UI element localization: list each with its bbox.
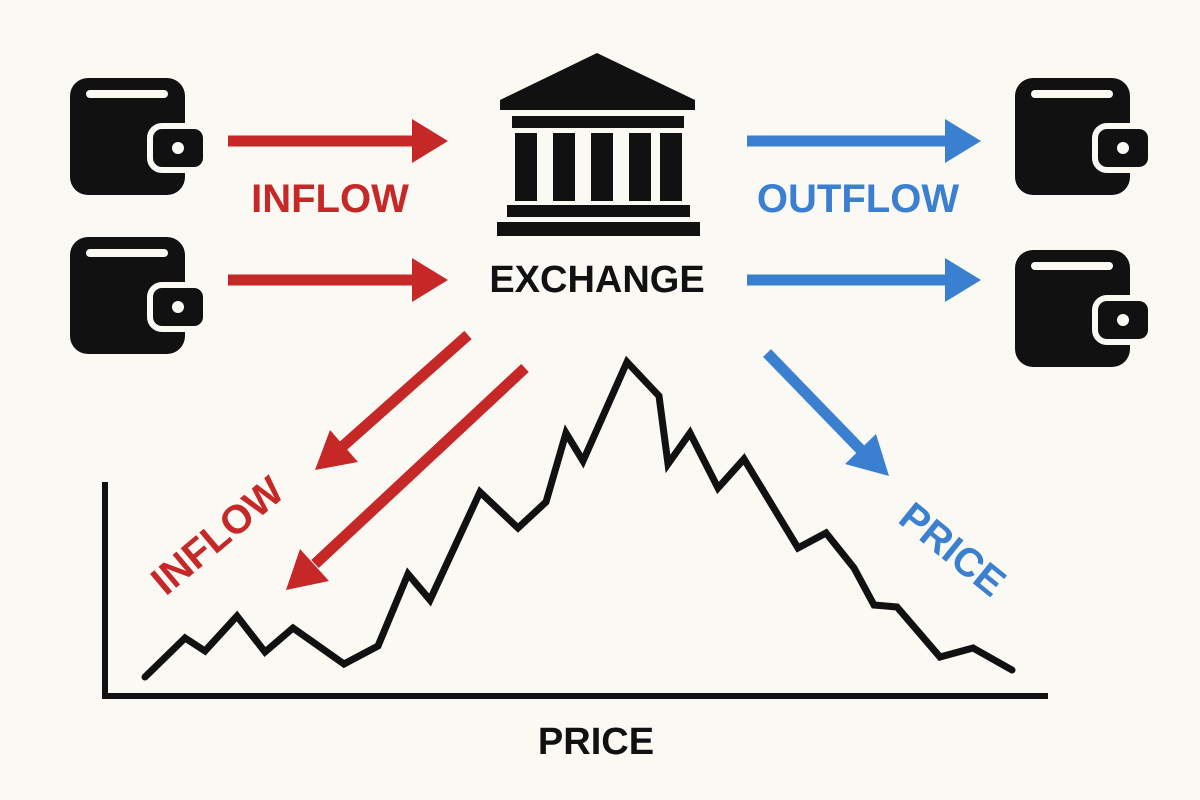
price-chart-axes — [102, 482, 1048, 699]
wallet-icon — [70, 78, 209, 195]
inflow-arrow-diagonal-2 — [286, 363, 529, 590]
price-line — [141, 355, 1016, 681]
inflow-label: INFLOW — [251, 177, 409, 221]
inflow-diagonal-label: INFLOW — [143, 468, 292, 603]
outflow-arrow-bottom — [747, 258, 981, 302]
inflow-arrow-diagonal-1 — [315, 330, 472, 470]
wallet-icon — [1015, 78, 1154, 195]
outflow-arrow-top — [747, 119, 981, 163]
wallet-icon — [70, 237, 209, 354]
price-axis-label: PRICE — [538, 721, 654, 763]
outflow-label: OUTFLOW — [757, 177, 959, 221]
wallet-icon — [1015, 250, 1154, 367]
inflow-arrow-top — [228, 119, 448, 163]
price-arrow-diagonal — [763, 349, 889, 476]
price-diagonal-label: PRICE — [891, 494, 1014, 605]
inflow-arrow-bottom — [228, 258, 448, 302]
exchange-label: EXCHANGE — [489, 259, 704, 301]
bank-building-icon — [497, 53, 700, 236]
